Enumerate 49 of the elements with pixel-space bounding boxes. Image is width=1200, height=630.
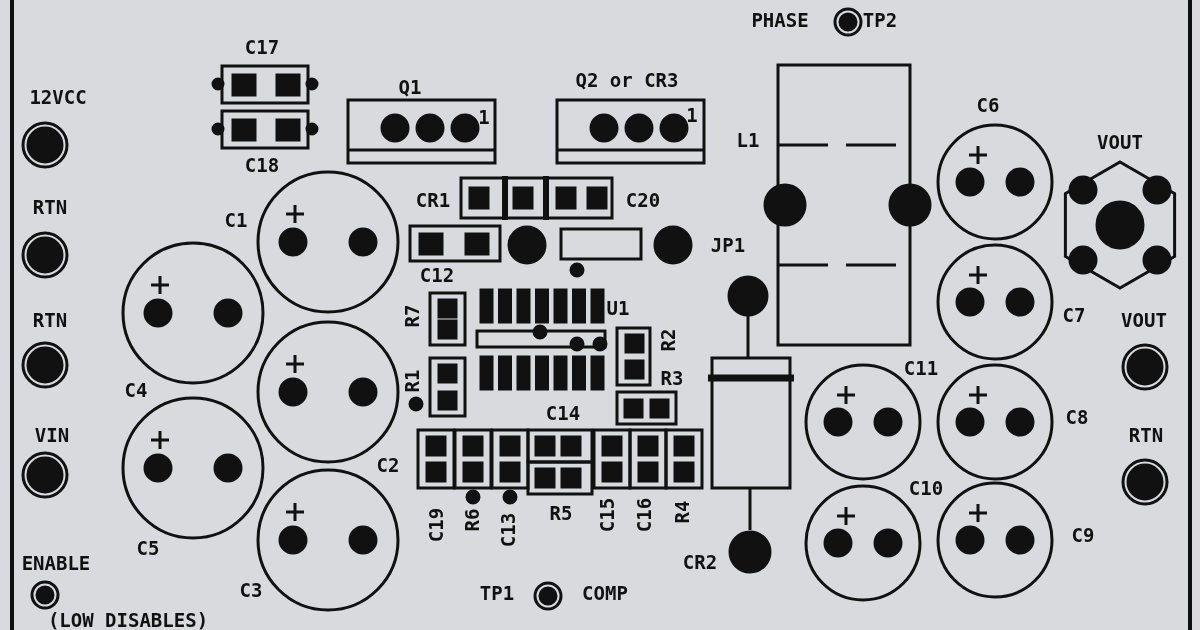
silkscreen-label: C17 xyxy=(244,37,280,57)
silkscreen-label: C20 xyxy=(625,190,661,210)
silkscreen-label: JP1 xyxy=(710,235,746,255)
silkscreen-label: VOUT xyxy=(1121,310,1167,330)
silkscreen-label: C7 xyxy=(1062,305,1086,325)
silkscreen-label: C15 xyxy=(597,497,617,533)
silkscreen-label: C11 xyxy=(903,358,939,378)
silkscreen-label: C1 xyxy=(224,210,248,230)
silkscreen-label: C9 xyxy=(1071,525,1095,545)
silkscreen-label: L1 xyxy=(736,130,760,150)
silkscreen-label: Q1 xyxy=(398,77,422,97)
silkscreen-label: C13 xyxy=(498,512,518,548)
silkscreen-label: Q2 or CR3 xyxy=(575,70,679,90)
silkscreen-label: C4 xyxy=(124,380,148,400)
silkscreen-label: R2 xyxy=(658,328,678,352)
silkscreen-label: 1 xyxy=(686,105,698,125)
silkscreen-label: R1 xyxy=(402,369,422,393)
silkscreen-label: 12VCC xyxy=(29,87,87,107)
silkscreen-label: R7 xyxy=(402,304,422,328)
silkscreen-label: R6 xyxy=(462,508,482,532)
silkscreen-label: C3 xyxy=(239,580,263,600)
silkscreen-label: TP2 xyxy=(862,10,898,30)
silkscreen-label: RTN xyxy=(32,197,68,217)
silkscreen-label: 1 xyxy=(478,107,490,127)
silkscreen-label: VOUT xyxy=(1097,132,1143,152)
silkscreen-label: R4 xyxy=(672,500,692,524)
silkscreen-label: C6 xyxy=(976,95,1000,115)
silkscreen-label: R3 xyxy=(660,368,684,388)
silkscreen-label: RTN xyxy=(1128,425,1164,445)
silkscreen-label: CR2 xyxy=(682,552,718,572)
silkscreen-label: U1 xyxy=(606,298,630,318)
silkscreen-label: C14 xyxy=(545,403,581,423)
silkscreen-label: CR1 xyxy=(415,190,451,210)
silkscreen-label: RTN xyxy=(32,310,68,330)
silkscreen-label: C19 xyxy=(426,507,446,543)
silkscreen-label: TP1 xyxy=(479,583,515,603)
silkscreen-label: ENABLE xyxy=(21,553,91,573)
silkscreen-label: C8 xyxy=(1065,407,1089,427)
silkscreen-label: C16 xyxy=(634,497,654,533)
silkscreen-label: C10 xyxy=(908,478,944,498)
silkscreen-label: COMP xyxy=(582,583,628,603)
silkscreen-label: PHASE xyxy=(751,10,809,30)
silkscreen-label: (LOW DISABLES) xyxy=(47,610,209,630)
silkscreen-label: C12 xyxy=(419,265,455,285)
silkscreen-label: VIN xyxy=(34,425,70,445)
silkscreen-label: C18 xyxy=(244,155,280,175)
silkscreen-label: R5 xyxy=(549,503,573,523)
silkscreen-label: C5 xyxy=(136,538,160,558)
silkscreen-label: C2 xyxy=(376,455,400,475)
